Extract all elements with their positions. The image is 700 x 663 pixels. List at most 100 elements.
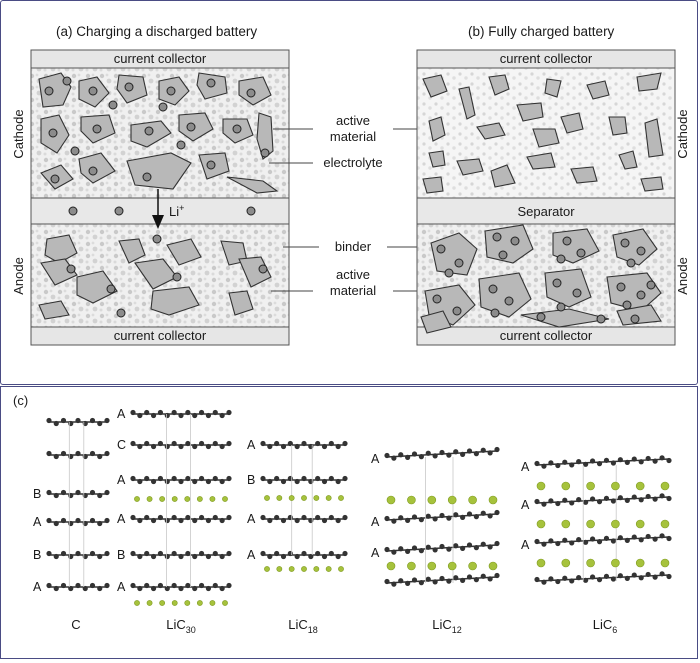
lithium-atom (407, 561, 416, 571)
carbon-atom (104, 489, 110, 496)
carbon-atom (583, 577, 589, 583)
carbon-atom (576, 537, 582, 543)
carbon-atom (137, 443, 143, 450)
carbon-atom (391, 581, 397, 587)
carbon-atom (198, 582, 205, 589)
carbon-atom (321, 553, 328, 560)
carbon-atom (624, 459, 630, 465)
carbon-atom (569, 540, 575, 546)
carbon-atom (130, 475, 136, 482)
carbon-atom (631, 494, 637, 500)
graphene-layer (260, 514, 348, 524)
carbon-atom (226, 514, 232, 521)
structure-label: LiC18 (288, 617, 318, 635)
carbon-atom (89, 489, 96, 496)
lithium-atom (635, 519, 645, 529)
carbon-atom (453, 543, 459, 549)
carbon-atom (89, 517, 96, 524)
carbon-atom (652, 574, 658, 580)
carbon-atom (287, 475, 293, 482)
carbon-atom (460, 451, 466, 457)
structure-label: LiC6 (593, 617, 618, 635)
carbon-atom (466, 542, 473, 548)
carbon-atom (219, 478, 225, 485)
carbon-atom (192, 585, 198, 592)
carbon-atom (192, 553, 198, 560)
carbon-atom (75, 517, 81, 524)
carbon-atom (171, 475, 177, 482)
carbon-atom (439, 449, 445, 456)
lithium-atom (264, 495, 270, 501)
carbon-atom (198, 514, 205, 521)
migrating-li-ion (152, 234, 162, 244)
carbon-atom (178, 478, 184, 485)
electrolyte-label: electrolyte (323, 155, 382, 170)
carbon-atom (583, 539, 589, 545)
lithium-atom (561, 519, 571, 529)
lithium-atom (288, 566, 295, 572)
carbon-atom (157, 514, 164, 521)
carbon-atom (425, 544, 431, 550)
carbon-atom (494, 540, 500, 547)
carbon-atom (144, 550, 150, 557)
carbon-atom (494, 509, 500, 516)
carbon-atom (97, 520, 103, 527)
carbon-atom (418, 454, 424, 460)
carbon-atom (589, 496, 596, 502)
stacking-letter: A (521, 498, 530, 512)
graphene-layer (130, 440, 232, 450)
carbon-atom (384, 546, 390, 553)
carbon-atom (164, 585, 170, 592)
carbon-atom (130, 514, 136, 521)
carbon-atom (624, 497, 630, 503)
stacking-letter: C (117, 438, 126, 452)
carbon-atom (280, 517, 287, 524)
carbon-atom (46, 582, 52, 589)
carbon-atom (411, 514, 418, 520)
carbon-atom (212, 514, 218, 521)
graphene-layer (260, 475, 348, 485)
carbon-atom (460, 577, 466, 583)
carbon-atom (308, 443, 314, 450)
lithium-atom (159, 496, 166, 502)
carbon-atom (60, 517, 67, 524)
top-collector-label-b: current collector (500, 51, 593, 66)
separator-label: Separator (517, 204, 575, 219)
lithium-atom (184, 600, 191, 606)
lithium-atom (447, 495, 457, 505)
carbon-atom (610, 498, 617, 504)
carbon-atom (384, 515, 390, 522)
carbon-atom (144, 582, 150, 589)
carbon-atom (583, 461, 589, 467)
carbon-atom (137, 585, 143, 592)
carbon-atom (610, 538, 617, 544)
carbon-atom (596, 461, 603, 467)
carbon-atom (219, 412, 225, 419)
bottom-collector-label-a: current collector (114, 328, 207, 343)
carbon-atom (487, 450, 493, 456)
carbon-atom (60, 550, 67, 557)
carbon-atom (130, 582, 136, 589)
anode-label-b: Anode (675, 257, 690, 295)
carbon-atom (384, 452, 390, 459)
lithium-atom (209, 600, 216, 606)
carbon-atom (226, 409, 232, 416)
carbon-atom (192, 517, 198, 524)
carbon-atom (192, 478, 198, 485)
carbon-atom (480, 447, 486, 453)
stacking-letter: A (371, 452, 380, 466)
carbon-atom (97, 553, 103, 560)
carbon-atom (405, 580, 411, 586)
carbon-atom (308, 478, 314, 485)
lithium-atom (386, 561, 396, 571)
carbon-atom (645, 455, 651, 462)
graphene-layer (260, 550, 348, 560)
carbon-atom (666, 535, 672, 542)
carbon-atom (137, 553, 143, 560)
carbon-atom (164, 412, 170, 419)
stacking-letter: A (117, 473, 126, 487)
carbon-atom (178, 443, 184, 450)
carbon-atom (171, 409, 177, 416)
